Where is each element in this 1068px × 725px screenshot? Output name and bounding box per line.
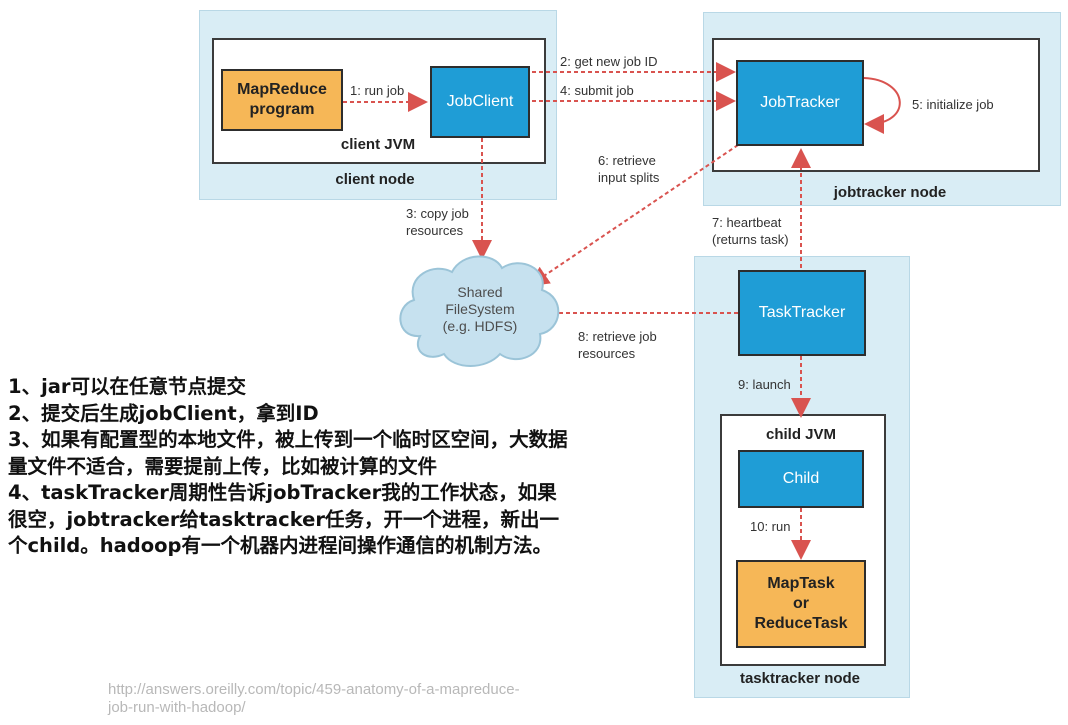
child-jvm-label: child JVM <box>765 426 836 443</box>
step-3-label: 3: copy job resources <box>406 206 469 238</box>
step-9-label: 9: launch <box>738 377 791 392</box>
step-5-label: 5: initialize job <box>912 97 994 112</box>
maptask-box: MapTask or ReduceTask <box>736 560 866 648</box>
step-2-label: 2: get new job ID <box>560 54 658 69</box>
note-2: 2、提交后生成jobClient，拿到ID <box>8 401 319 425</box>
note-3: 3、如果有配置型的本地文件，被上传到一个临时区空间，大数据量文件不适合，需要提前… <box>8 428 568 478</box>
source-watermark: http://answers.oreilly.com/topic/459-ana… <box>108 681 520 716</box>
jobtracker-box: JobTracker <box>736 60 864 146</box>
step-7-label: 7: heartbeat (returns task) <box>712 215 789 247</box>
step-1-label: 1: run job <box>350 83 405 98</box>
jobclient-label: JobClient <box>446 93 514 110</box>
step-4-label: 4: submit job <box>560 83 634 98</box>
child-box: Child <box>738 450 864 508</box>
client-node-label: client node <box>335 171 415 188</box>
client-jvm-label: client JVM <box>340 136 416 153</box>
arrow-initialize-job <box>863 77 901 134</box>
mapreduce-program-box: MapReduce program <box>221 69 343 131</box>
step-6-label: 6: retrieve input splits <box>598 153 660 185</box>
child-label: Child <box>782 470 820 487</box>
jobtracker-label: JobTracker <box>760 94 840 111</box>
jobtracker-node-label: jobtracker node <box>833 184 947 201</box>
mapreduce-program-label: MapReduce program <box>237 81 327 118</box>
jobclient-box: JobClient <box>430 66 530 138</box>
shared-filesystem-cloud <box>399 255 560 367</box>
shared-filesystem-label: Shared FileSystem (e.g. HDFS) <box>442 284 518 334</box>
tasktracker-label: TaskTracker <box>758 304 846 321</box>
tasktracker-node-label: tasktracker node <box>739 670 861 687</box>
notes-text: 1、jar可以在任意节点提交 2、提交后生成jobClient，拿到ID 3、如… <box>8 374 568 560</box>
tasktracker-box: TaskTracker <box>738 270 866 356</box>
step-10-label: 10: run <box>750 519 791 534</box>
note-4: 4、taskTracker周期性告诉jobTracker我的工作状态，如果很空，… <box>8 481 559 557</box>
maptask-label: MapTask or ReduceTask <box>754 575 848 632</box>
step-8-label: 8: retrieve job resources <box>578 329 657 361</box>
note-1: 1、jar可以在任意节点提交 <box>8 375 247 398</box>
